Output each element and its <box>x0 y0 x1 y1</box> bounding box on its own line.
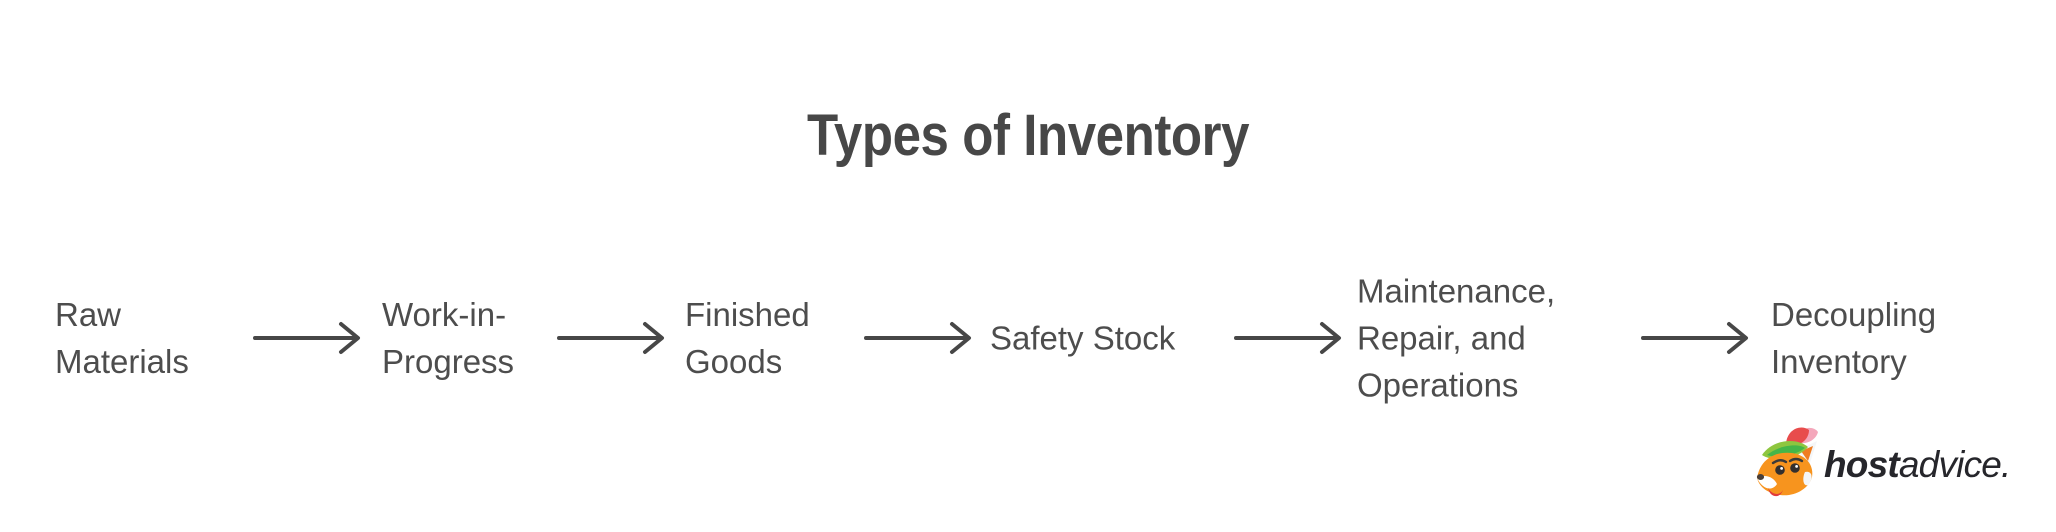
flow-item-safety-stock: Safety Stock <box>990 319 1176 357</box>
fox-mascot-icon <box>1756 427 1818 497</box>
brand-wordmark: hostadvice. <box>1824 444 2011 486</box>
brand-text-advice: advice. <box>1898 444 2011 485</box>
flow-item-raw-materials: Raw Materials <box>55 296 189 380</box>
hostadvice-logo: hostadvice. <box>1753 424 2011 506</box>
flow-arrow-3-icon <box>864 322 971 354</box>
flow-arrow-4-icon <box>1234 322 1341 354</box>
flow-item-work-in-progress: Work-in- Progress <box>382 296 515 380</box>
flow-arrow-1-icon <box>253 322 360 354</box>
brand-text-host: host <box>1824 444 1900 485</box>
flow-item-finished-goods: Finished Goods <box>685 296 810 380</box>
flow-arrow-2-icon <box>557 322 664 354</box>
flow-item-maintenance-repair-operations: Maintenance, Repair, and Operations <box>1357 272 1556 404</box>
diagram-title: Types of Inventory <box>806 103 1250 168</box>
flow-item-decoupling-inventory: Decoupling Inventory <box>1771 296 1937 380</box>
flow-arrow-5-icon <box>1641 322 1748 354</box>
